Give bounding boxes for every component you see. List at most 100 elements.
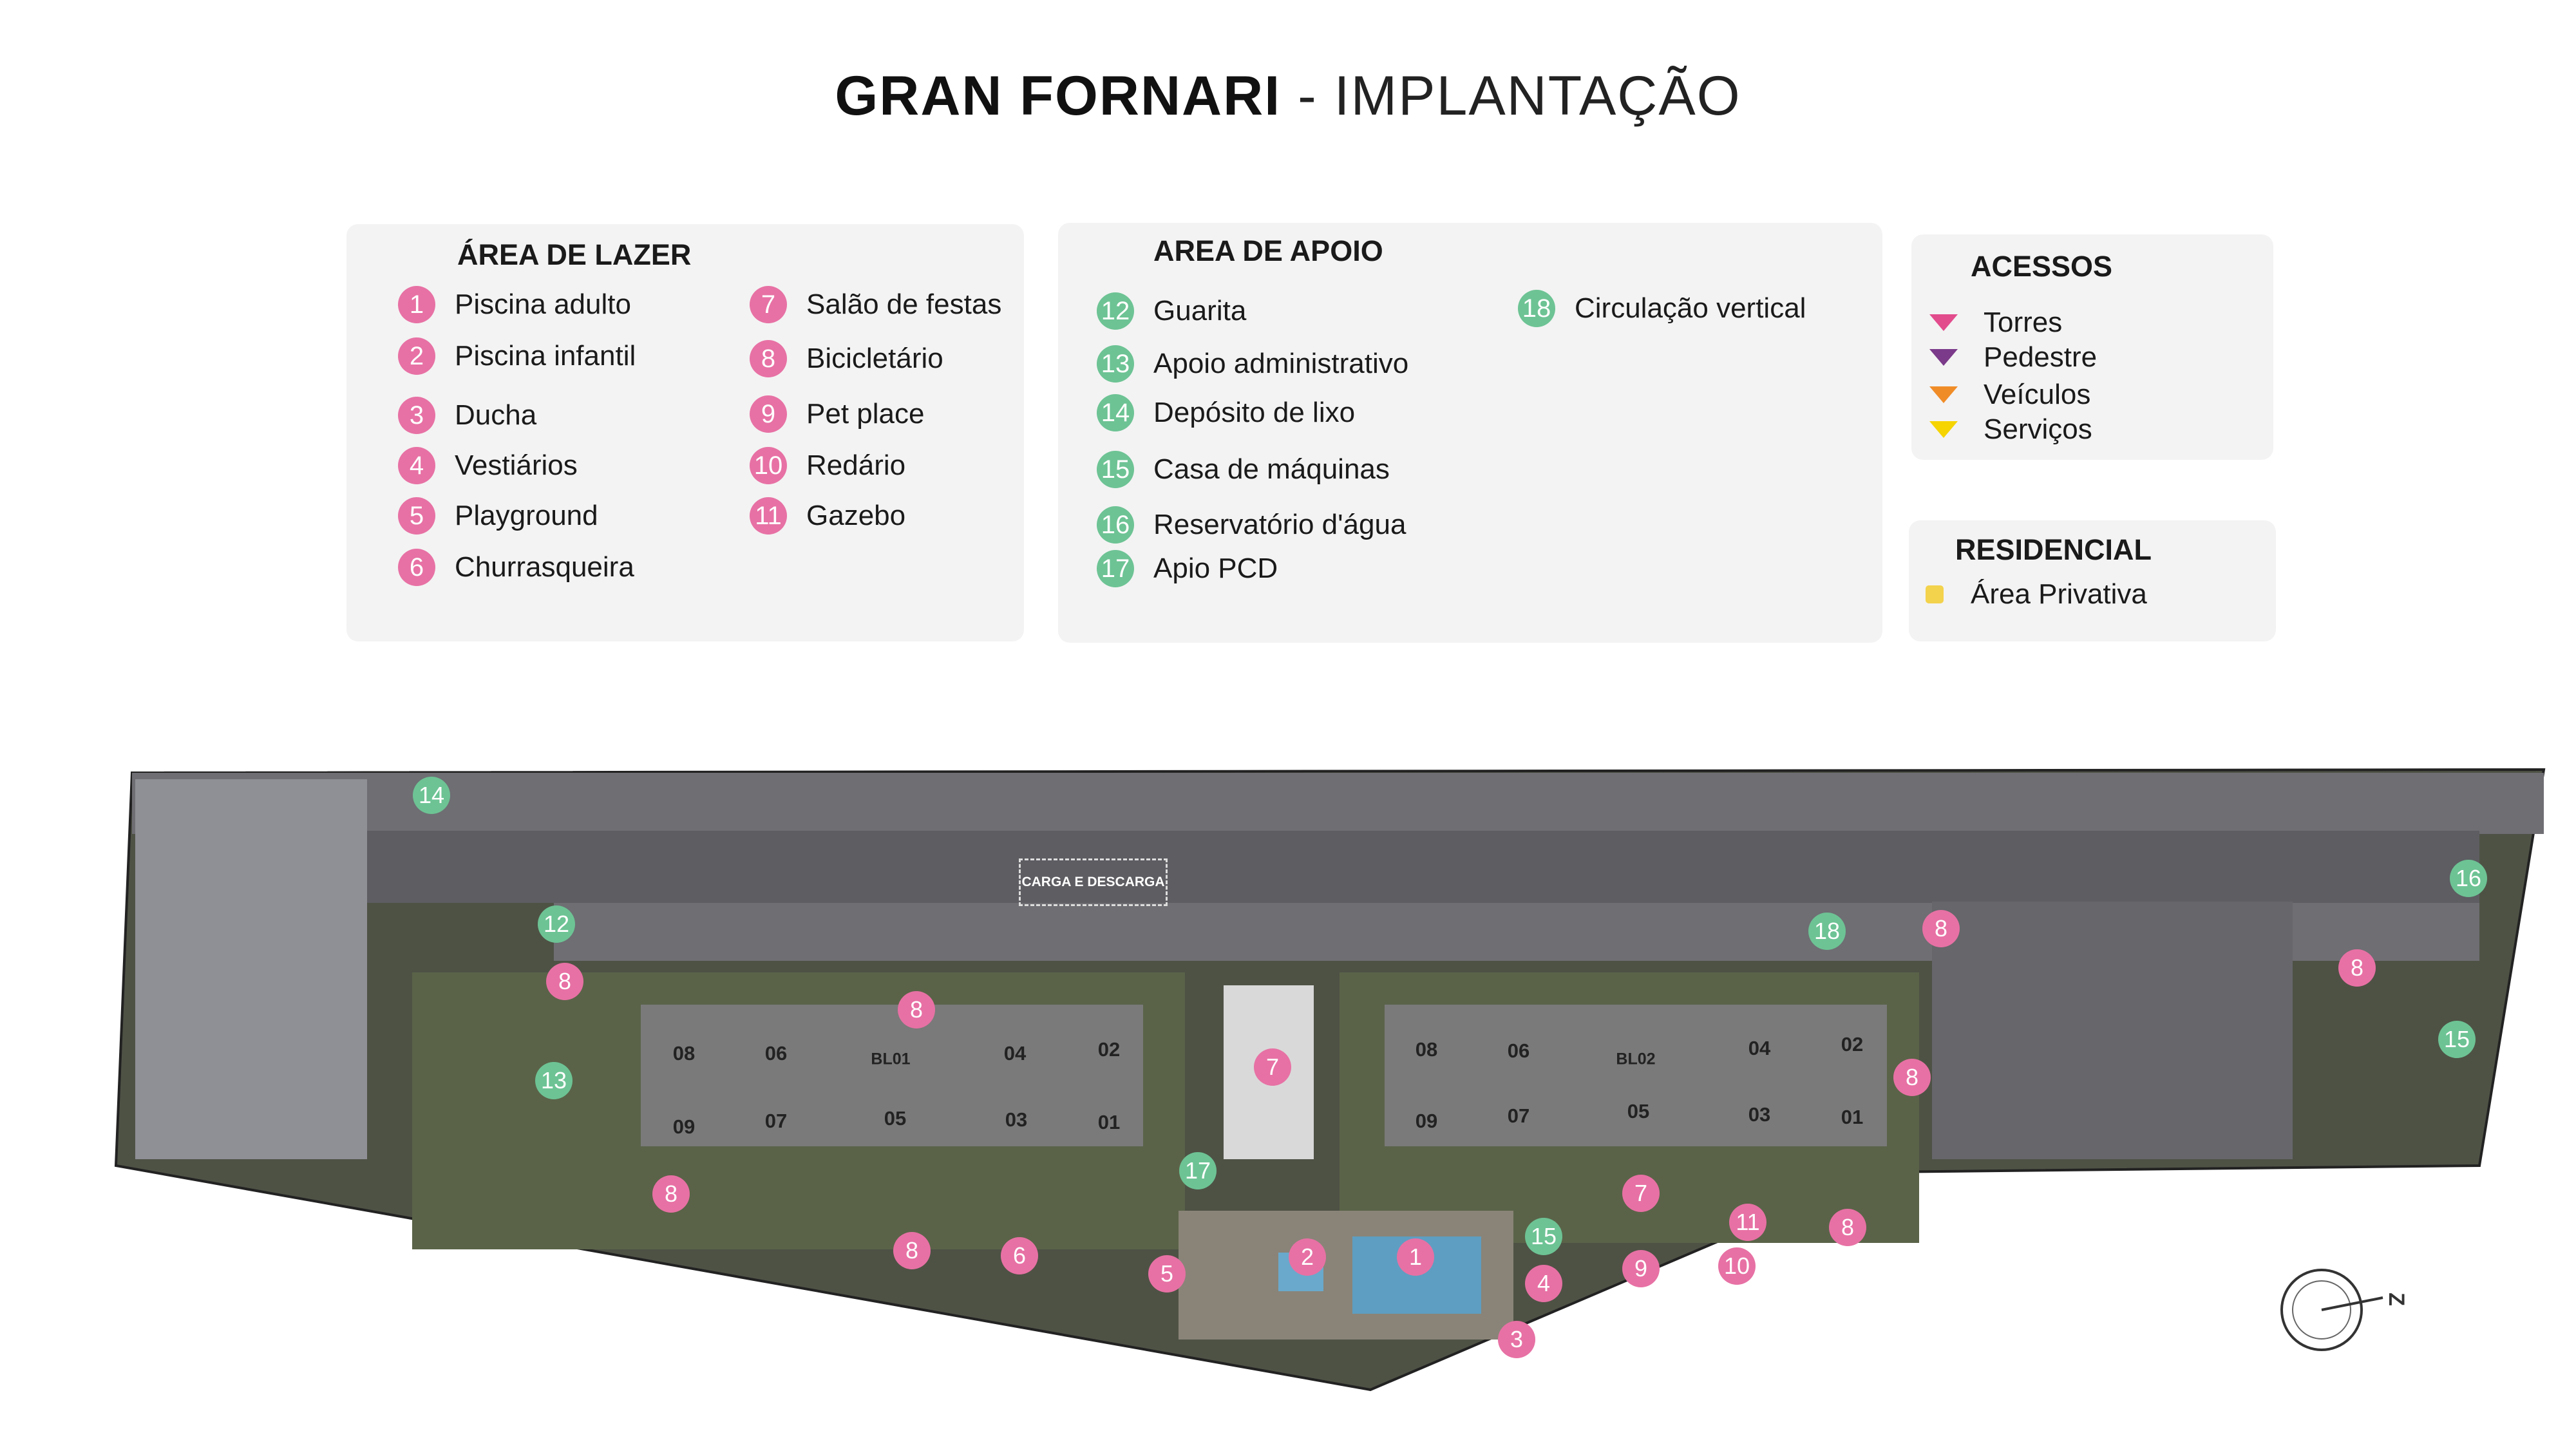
unit-label: 02: [1097, 1038, 1121, 1061]
legend-label: Casa de máquinas: [1153, 453, 1390, 485]
unit-label: 03: [1748, 1103, 1771, 1126]
legend-item: Veículos: [1929, 379, 2090, 411]
legend-label: Pedestre: [1984, 341, 2098, 373]
legend-item: 16 Reservatório d'água: [1097, 506, 1406, 544]
block-label: BL02: [1616, 1050, 1656, 1068]
number-badge: 15: [1097, 451, 1134, 488]
map-marker-13: 13: [535, 1062, 573, 1099]
parking-road: [264, 831, 2479, 903]
map-marker-4: 4: [1525, 1265, 1562, 1302]
unit-label: 01: [1841, 1106, 1864, 1128]
torres-access-icon: [1929, 314, 1958, 331]
legend-label: Reservatório d'água: [1153, 509, 1406, 540]
map-marker-15: 15: [1525, 1218, 1562, 1255]
map-marker-8: 8: [2338, 949, 2376, 987]
unit-label: 04: [1003, 1042, 1027, 1065]
map-marker-8: 8: [1893, 1059, 1931, 1096]
number-badge: 17: [1097, 550, 1134, 587]
legend-lazer-heading: ÁREA DE LAZER: [457, 238, 692, 271]
number-badge: 8: [750, 340, 787, 377]
area-privativa-icon: [1926, 585, 1944, 603]
legend-label: Guarita: [1153, 295, 1247, 327]
legend-item: 18 Circulação vertical: [1518, 290, 1806, 327]
map-marker-10: 10: [1718, 1247, 1756, 1285]
parking-road: [132, 773, 2544, 834]
number-badge: 2: [398, 337, 435, 375]
unit-label: 06: [1507, 1039, 1530, 1062]
map-marker-6: 6: [1001, 1237, 1038, 1274]
legend-item: 11 Gazebo: [750, 497, 905, 535]
map-marker-2: 2: [1289, 1238, 1326, 1276]
legend-item: 1 Piscina adulto: [398, 286, 631, 323]
servicos-access-icon: [1929, 421, 1958, 438]
map-marker-8: 8: [898, 991, 935, 1028]
map-marker-14: 14: [413, 777, 450, 814]
map-marker-8: 8: [652, 1175, 690, 1213]
unit-label: 05: [884, 1107, 907, 1130]
number-badge: 6: [398, 549, 435, 586]
legend-item: 3 Ducha: [398, 397, 536, 434]
number-badge: 18: [1518, 290, 1555, 327]
number-badge: 1: [398, 286, 435, 323]
parking-road: [1932, 902, 2293, 1159]
block-bl01: [641, 1005, 1143, 1146]
unit-label: 01: [1097, 1111, 1121, 1133]
map-marker-7: 7: [1254, 1048, 1291, 1086]
unit-label: 09: [672, 1115, 696, 1138]
number-badge: 12: [1097, 292, 1134, 330]
map-marker-3: 3: [1498, 1321, 1535, 1358]
unit-label: 02: [1841, 1033, 1864, 1056]
legend-label: Piscina adulto: [455, 289, 631, 320]
access-road: [135, 779, 367, 1159]
number-badge: 4: [398, 447, 435, 484]
map-marker-8: 8: [546, 963, 583, 1000]
compass: [2280, 1269, 2363, 1351]
legend-label: Ducha: [455, 399, 537, 431]
legend-apoio-heading: AREA DE APOIO: [1153, 234, 1383, 267]
map-marker-5: 5: [1148, 1255, 1186, 1293]
unit-label: 03: [1005, 1108, 1028, 1131]
number-badge: 11: [750, 497, 787, 535]
legend-label: Circulação vertical: [1575, 292, 1806, 324]
legend-label: Gazebo: [806, 500, 906, 531]
legend-residencial-heading: RESIDENCIAL: [1955, 533, 2152, 566]
pedestre-access-icon: [1929, 349, 1958, 366]
unit-label: 06: [764, 1042, 788, 1065]
legend-item: 6 Churrasqueira: [398, 549, 634, 586]
map-marker-12: 12: [538, 905, 575, 943]
number-badge: 7: [750, 286, 787, 323]
legend-item: Pedestre: [1929, 341, 2097, 374]
legend-label: Torres: [1984, 307, 2063, 338]
map-marker-16: 16: [2450, 860, 2487, 897]
legend-label: Playground: [455, 500, 598, 531]
legend-label: Piscina infantil: [455, 340, 636, 372]
legend-label: Apio PCD: [1153, 553, 1278, 584]
unit-label: 08: [672, 1042, 696, 1065]
legend-item: 10 Redário: [750, 447, 905, 484]
unit-label: 08: [1415, 1038, 1438, 1061]
loading-zone-label: CARGA E DESCARGA: [1019, 858, 1168, 906]
block-label: BL01: [871, 1050, 911, 1068]
title-main: GRAN FORNARI: [835, 65, 1282, 127]
number-badge: 16: [1097, 506, 1134, 544]
legend-label: Depósito de lixo: [1153, 397, 1356, 428]
number-badge: 3: [398, 397, 435, 434]
legend-item: Torres: [1929, 307, 2062, 339]
legend-label: Churrasqueira: [455, 551, 634, 583]
map-marker-8: 8: [893, 1232, 931, 1269]
legend-acessos-heading: ACESSOS: [1971, 250, 2113, 283]
veiculos-access-icon: [1929, 386, 1958, 403]
legend-lazer-panel: ÁREA DE LAZER 1 Piscina adulto 2 Piscina i…: [346, 224, 1024, 641]
legend-item: Área Privativa: [1926, 578, 2147, 611]
map-marker-7: 7: [1622, 1175, 1660, 1212]
legend-label: Redário: [806, 450, 906, 481]
number-badge: 10: [750, 447, 787, 484]
legend-acessos-panel: ACESSOS Torres Pedestre Veículos Serviço…: [1911, 234, 2273, 460]
